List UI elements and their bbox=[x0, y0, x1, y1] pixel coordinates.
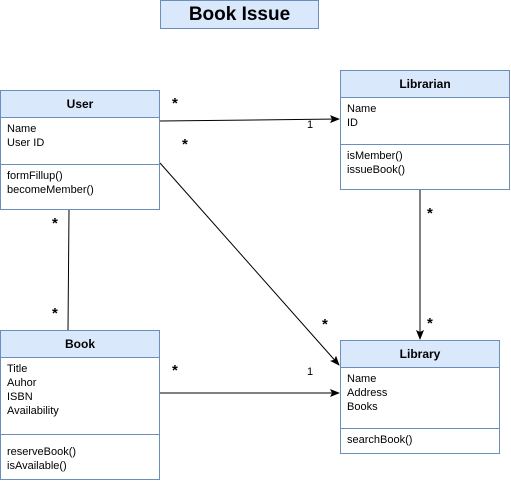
divider bbox=[341, 144, 509, 145]
multiplicity-user-library-target: * bbox=[322, 316, 328, 333]
attribute: User ID bbox=[7, 137, 45, 149]
method: issueBook() bbox=[347, 164, 406, 176]
method: isAvailable() bbox=[7, 460, 67, 472]
class-user[interactable]: User Name User ID formFillup() becomeMem… bbox=[0, 90, 160, 210]
user-book-edge bbox=[67, 209, 70, 331]
methods: isMember() issueBook() bbox=[341, 145, 509, 181]
attributes: Name Address Books bbox=[341, 368, 499, 428]
class-book[interactable]: Book Title Auhor ISBN Availability reser… bbox=[0, 330, 160, 480]
attribute: ID bbox=[347, 117, 358, 129]
attributes: Name User ID bbox=[1, 118, 159, 164]
method: isMember() bbox=[347, 150, 403, 162]
attribute: Title bbox=[7, 363, 28, 375]
attribute: Address bbox=[347, 387, 388, 399]
attribute: Availability bbox=[7, 405, 59, 417]
class-name: Book bbox=[1, 331, 159, 358]
attribute: Name bbox=[7, 123, 37, 135]
method: searchBook() bbox=[347, 434, 413, 446]
class-librarian[interactable]: Librarian Name ID isMember() issueBook() bbox=[340, 70, 510, 190]
multiplicity-book-library-source: * bbox=[172, 362, 178, 379]
divider bbox=[1, 434, 159, 435]
user-library-edge bbox=[159, 162, 340, 366]
attributes: Name ID bbox=[341, 98, 509, 144]
class-name: Library bbox=[341, 341, 499, 368]
multiplicity-librarian-library-source: * bbox=[427, 205, 433, 222]
method: formFillup() bbox=[7, 170, 63, 182]
class-library[interactable]: Library Name Address Books searchBook() bbox=[340, 340, 500, 454]
methods: reserveBook() isAvailable() bbox=[1, 435, 159, 477]
method: reserveBook() bbox=[7, 446, 77, 458]
attribute: Name bbox=[347, 103, 377, 115]
multiplicity-book-library-target: 1 bbox=[307, 366, 314, 378]
multiplicity-user-librarian-target: 1 bbox=[307, 119, 314, 131]
attribute: Books bbox=[347, 401, 378, 413]
attribute: Name bbox=[347, 373, 377, 385]
multiplicity-user-book-source: * bbox=[52, 215, 58, 232]
class-name: Librarian bbox=[341, 71, 509, 98]
methods: searchBook() bbox=[341, 429, 499, 451]
divider bbox=[1, 164, 159, 165]
attributes: Title Auhor ISBN Availability bbox=[1, 358, 159, 434]
multiplicity-librarian-library-target: * bbox=[427, 315, 433, 332]
multiplicity-user-librarian-source: * bbox=[172, 95, 178, 112]
class-name: User bbox=[1, 91, 159, 118]
user-librarian-edge bbox=[159, 115, 340, 124]
methods: formFillup() becomeMember() bbox=[1, 165, 159, 201]
multiplicity-user-book-target: * bbox=[52, 305, 58, 322]
attribute: ISBN bbox=[7, 391, 33, 403]
diagram-title: Book Issue bbox=[160, 0, 319, 29]
method: becomeMember() bbox=[7, 184, 94, 196]
multiplicity-user-library-source: * bbox=[182, 136, 188, 153]
divider bbox=[341, 428, 499, 429]
attribute: Auhor bbox=[7, 377, 37, 389]
